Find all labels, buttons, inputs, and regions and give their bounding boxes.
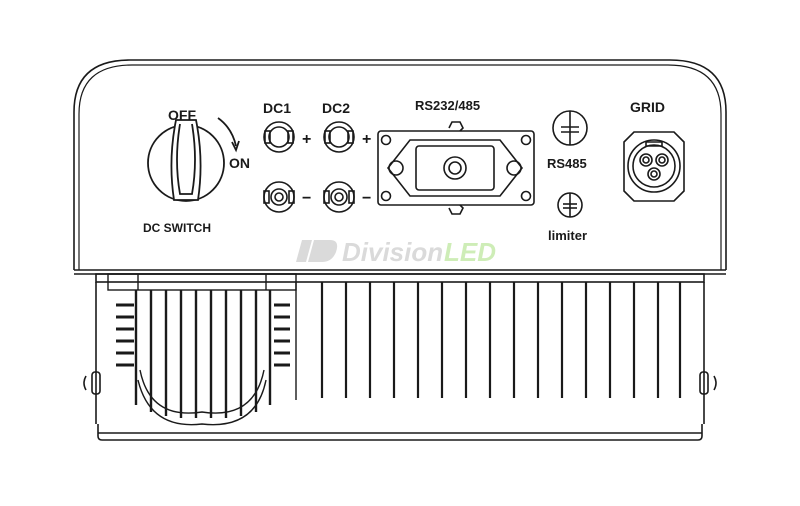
dc2-minus-sign: − — [362, 190, 371, 207]
rotation-arrow-icon — [217, 117, 237, 147]
watermark: Division LED — [296, 237, 496, 267]
housing-outline — [73, 59, 727, 270]
grid-label: GRID — [630, 99, 665, 115]
watermark-brand-gray: Division — [342, 237, 443, 267]
side-slats — [116, 303, 290, 367]
rs485-port[interactable] — [552, 110, 588, 146]
dc1-minus-sign: − — [302, 190, 311, 207]
dc1-negative-connector[interactable] — [263, 181, 295, 213]
dc2-positive-connector[interactable] — [323, 121, 355, 153]
limiter-port[interactable] — [557, 192, 583, 218]
rs232-485-port[interactable] — [377, 121, 535, 215]
dc1-positive-connector[interactable] — [263, 121, 295, 153]
rs485-label: RS485 — [547, 156, 587, 171]
dc-switch-label: DC SWITCH — [143, 221, 211, 235]
switch-on-label: ON — [229, 155, 250, 171]
rs232-485-label: RS232/485 — [415, 98, 480, 113]
switch-off-label: OFF — [168, 107, 196, 123]
watermark-brand-green: LED — [444, 237, 496, 267]
dc1-label: DC1 — [263, 100, 291, 116]
grid-port[interactable] — [623, 131, 685, 202]
limiter-label: limiter — [548, 228, 587, 243]
dc2-label: DC2 — [322, 100, 350, 116]
dc1-plus-sign: + — [302, 131, 311, 148]
dc2-plus-sign: + — [362, 131, 371, 148]
dc-switch[interactable] — [147, 117, 240, 202]
heatsink-fins — [320, 282, 682, 398]
dc2-negative-connector[interactable] — [323, 181, 355, 213]
fan-fins — [134, 290, 272, 418]
